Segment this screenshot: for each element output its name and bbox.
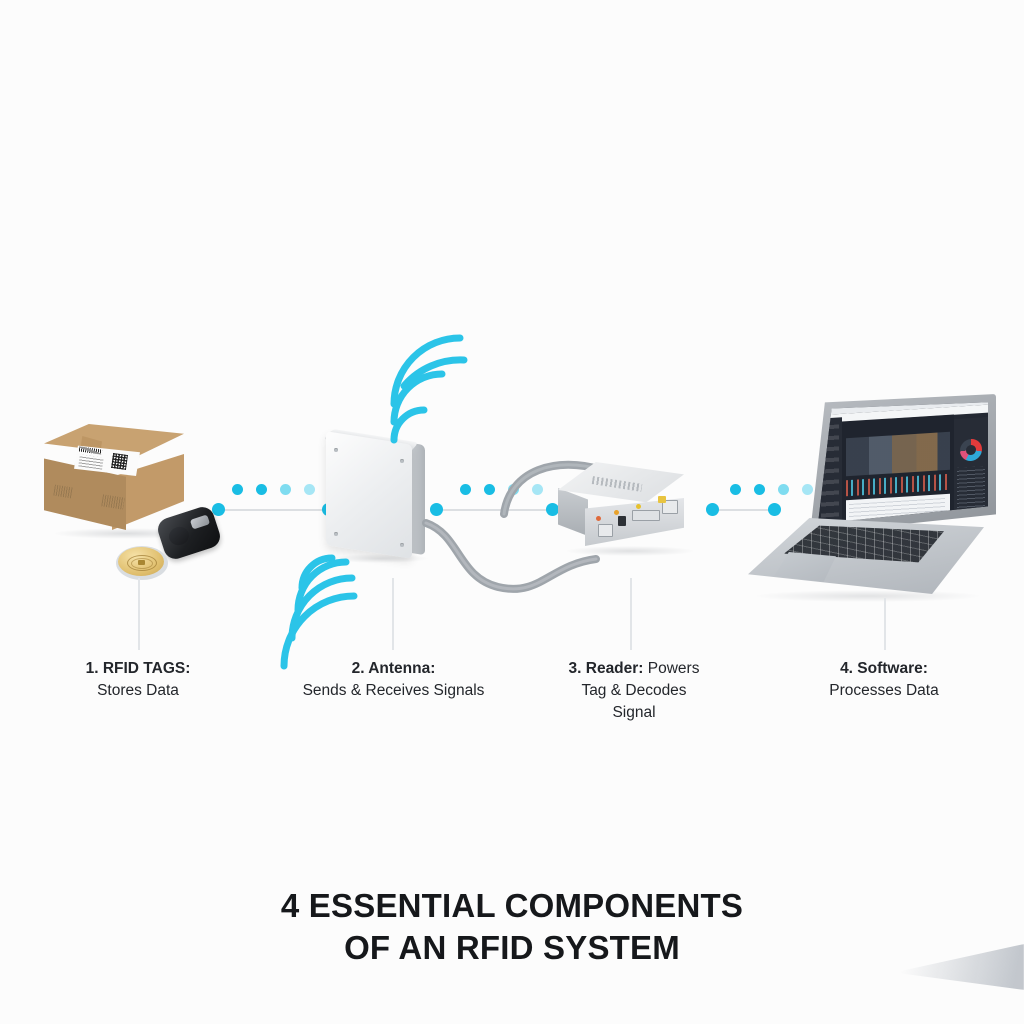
leader-line-tags <box>138 578 140 650</box>
label-description: Sends & Receives Signals <box>302 682 485 699</box>
dashboard-image-tiles[interactable] <box>846 431 950 477</box>
connector-endpoint-dot <box>212 503 225 516</box>
signal-hop-dot <box>532 484 543 495</box>
screw-icon <box>400 459 404 463</box>
reader-power-cable <box>500 452 630 527</box>
coax-cable <box>400 495 630 610</box>
reader-shadow <box>566 546 694 556</box>
signal-hop-dot <box>802 484 813 495</box>
label-description: Stores Data <box>97 682 179 699</box>
reader-left-face <box>558 488 588 536</box>
radio-waves-lower-icon <box>274 548 358 670</box>
box-shadow <box>52 528 202 539</box>
antenna-connector-port <box>632 510 660 521</box>
label-description-line-2: Tag & Decodes <box>581 682 687 699</box>
label-description-line-3: Signal <box>612 704 656 721</box>
signal-hop-dot <box>232 484 243 495</box>
signal-hop-dot <box>304 484 315 495</box>
qr-code-icon <box>111 453 128 470</box>
connector-endpoint-dot <box>768 503 781 516</box>
connector-line-antenna-to-reader <box>436 509 552 511</box>
signal-hop-dot <box>256 484 267 495</box>
radio-waves-upper-icon <box>388 334 468 446</box>
connector-endpoint-dot <box>546 503 559 516</box>
label-antenna: 2. Antenna: Sends & Receives Signals <box>296 658 491 702</box>
leader-line-antenna <box>392 578 394 650</box>
rfid-reader <box>548 462 704 572</box>
antenna-shadow <box>332 554 428 563</box>
signal-hop-dot <box>460 484 471 495</box>
label-heading: 3. Reader: <box>568 660 644 677</box>
signal-hop-dot <box>754 484 765 495</box>
laptop-screen[interactable] <box>818 402 988 524</box>
label-description-line-1: Powers <box>647 660 700 677</box>
panel-antenna <box>323 428 428 563</box>
page-title: 4 ESSENTIAL COMPONENTS OF AN RFID SYSTEM <box>0 885 1024 969</box>
signal-hop-dot <box>778 484 789 495</box>
ethernet-port <box>598 524 613 537</box>
rfid-tag-group <box>30 424 202 544</box>
label-reader: 3. Reader: Powers Tag & Decodes Signal <box>548 658 720 724</box>
screw-icon <box>400 543 404 547</box>
coil-antenna-icon <box>127 555 157 571</box>
title-line-2: OF AN RFID SYSTEM <box>344 929 680 967</box>
label-heading: 1. RFID TAGS: <box>85 660 191 677</box>
connector-line-tags-to-antenna <box>218 509 328 511</box>
coil-antenna-icon <box>131 558 153 569</box>
usb-port <box>618 516 626 526</box>
signal-hop-dot <box>730 484 741 495</box>
status-led-red <box>596 516 601 521</box>
status-led-amber <box>614 510 619 515</box>
screw-icon <box>334 532 338 536</box>
label-software: 4. Software: Processes Data <box>796 658 972 702</box>
connector-endpoint-dot <box>706 503 719 516</box>
laptop-shadow <box>756 590 980 602</box>
label-description: Processes Data <box>829 682 939 699</box>
connector-line-reader-to-software <box>712 509 774 511</box>
label-heading: 4. Software: <box>840 660 928 677</box>
coin-disc-tag <box>116 546 168 580</box>
label-rfid-tags: 1. RFID TAGS: Stores Data <box>48 658 228 702</box>
leader-line-software <box>884 598 886 650</box>
power-connector-port <box>662 500 678 514</box>
rfid-chip-icon <box>138 560 145 565</box>
status-led-amber <box>636 504 641 509</box>
screw-icon <box>334 448 338 452</box>
title-line-1: 4 ESSENTIAL COMPONENTS <box>280 887 744 924</box>
leader-line-reader <box>630 578 632 650</box>
key-fob-tag <box>154 504 224 562</box>
status-led-yellow <box>658 496 666 503</box>
laptop <box>748 394 1000 606</box>
signal-hop-dot <box>484 484 495 495</box>
label-heading: 2. Antenna: <box>351 660 436 677</box>
signal-hop-dot <box>280 484 291 495</box>
connector-endpoint-dot <box>430 503 443 516</box>
